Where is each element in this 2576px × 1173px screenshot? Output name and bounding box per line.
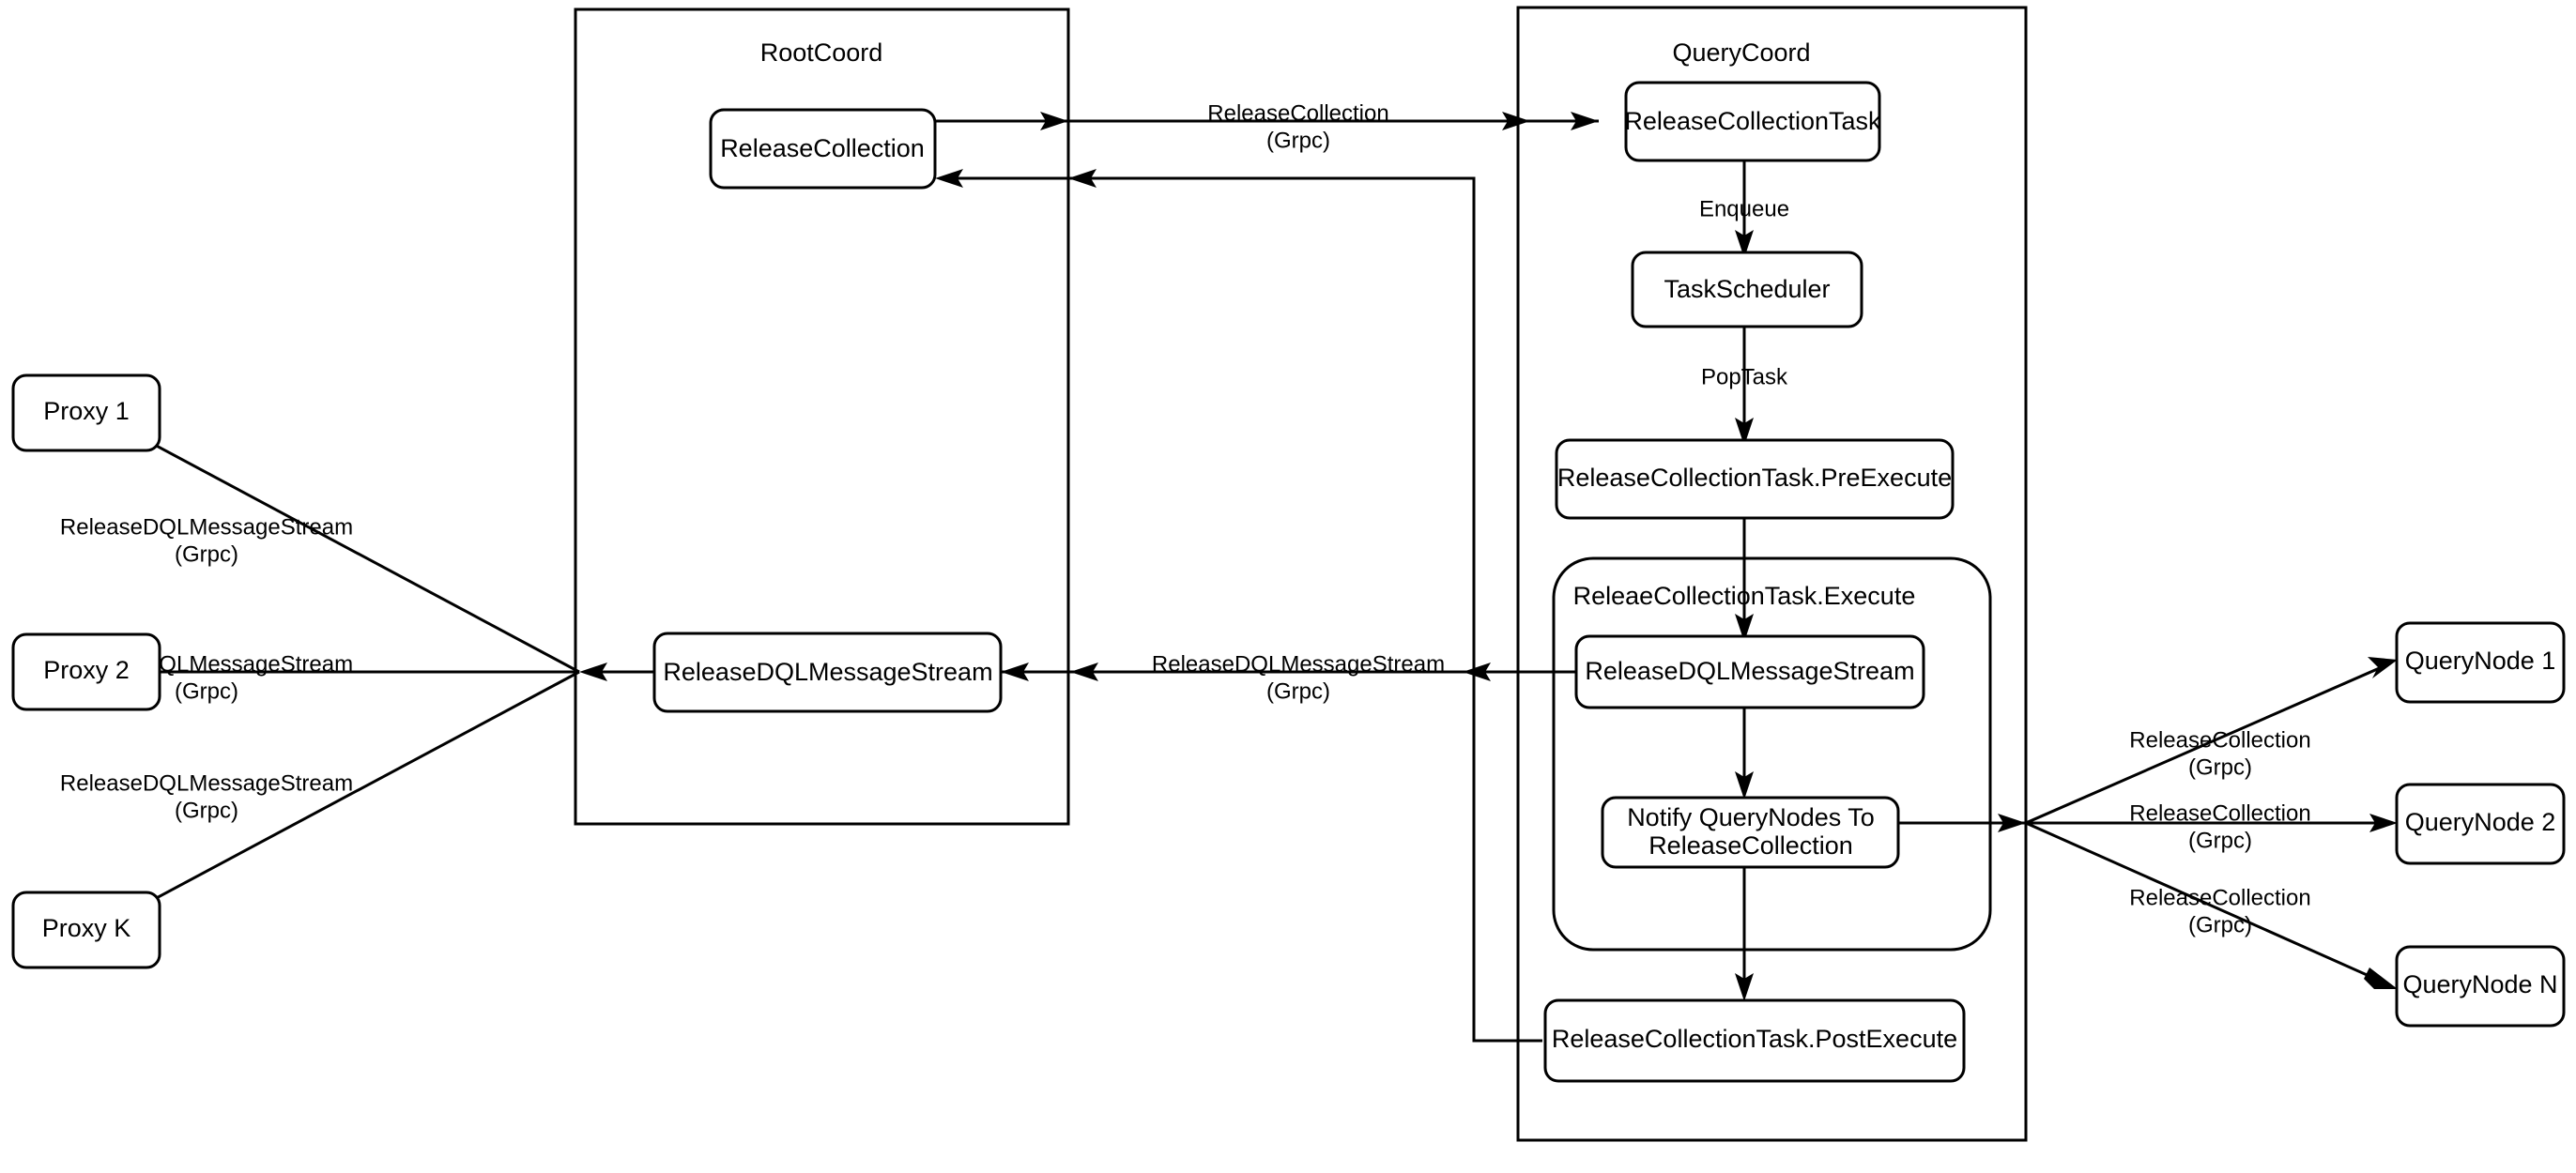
edge-label-enqueue: Enqueue [1699,196,1789,221]
node-rootcoord-releasecollection[interactable] [709,108,937,190]
edge-hub-to-querynoden-line [2025,821,2391,987]
edge-postexecute-return-path [942,176,1542,1043]
container-rootcoord-label: RootCoord [760,38,883,67]
node-querycoord-postexecute-label: ReleaseCollectionTask.PostExecute [1552,1025,1957,1053]
node-proxy-2[interactable] [11,632,161,711]
node-querycoord-preexecute-label: ReleaseCollectionTask.PreExecute [1557,464,1952,492]
edge-label-dql-proxyk-line1: ReleaseDQLMessageStream [60,770,353,796]
edge-hub-to-querynode1-line [2025,662,2391,825]
node-proxy-2-label: Proxy 2 [43,656,130,684]
node-querycoord-postexecute[interactable] [1543,998,1966,1083]
node-execute-notify-querynodes[interactable] [1601,796,1900,869]
container-rootcoord [574,8,1070,826]
node-querycoord-releasecollectiontask-label: ReleaseCollectionTask [1624,107,1881,135]
node-querynode-2[interactable] [2395,783,2566,865]
edge-poptask-arrowhead [1735,418,1754,446]
node-querycoord-preexecute[interactable] [1555,438,1955,520]
edge-hub-to-querynoden-arrowhead [2364,967,2398,989]
edge-label-dql-qc-to-rc-line1: ReleaseDQLMessageStream [1152,651,1445,677]
node-querynode-n[interactable] [2395,945,2566,1028]
edge-label-dql-proxy2-line2: (Grpc) [175,678,238,704]
edge-hub-to-querynode2-arrowhead [2369,814,2398,832]
edge-rc-dql-hub-arrowhead [579,663,607,681]
node-proxy-1[interactable] [11,373,161,452]
node-querynode-1-label: QueryNode 1 [2405,647,2556,675]
edge-releasecollection-arrowhead-rootcoord-border [1040,112,1068,130]
node-proxy-k-label: Proxy K [42,914,131,942]
edge-querynode-hub-arrowhead [1998,814,2026,832]
edge-label-dql-qc-to-rc-line2: (Grpc) [1266,678,1330,704]
edge-preexecute-to-execute-arrowhead [1735,614,1754,642]
edge-label-dql-proxyk-line2: (Grpc) [175,798,238,823]
edge-label-rc-qn1-line2: (Grpc) [2188,754,2252,780]
edge-hub-to-proxy1-line [96,412,580,674]
node-rootcoord-releasedqlmessagestream-label: ReleaseDQLMessageStream [663,658,992,686]
edge-label-releasecollection-grpc-line1: ReleaseCollection [1207,100,1388,126]
edge-label-rc-qn2-line2: (Grpc) [2188,828,2252,853]
edge-releasecollection-arrowhead-querycoord-border [1502,112,1530,130]
node-execute-releasedqlmessagestream[interactable] [1574,634,1925,709]
node-rootcoord-releasedqlmessagestream[interactable] [652,632,1003,713]
node-querycoord-releasecollectiontask[interactable] [1624,81,1881,162]
container-execute [1552,556,1992,952]
node-rootcoord-releasecollection-label: ReleaseCollection [720,134,925,162]
node-execute-notify-querynodes-label-line2: ReleaseCollection [1648,831,1853,860]
edge-dql-arrowhead-rc-box [1001,663,1029,681]
edge-label-poptask: PopTask [1701,364,1788,389]
node-execute-notify-querynodes-label-line1: Notify QueryNodes To [1627,803,1875,831]
edge-label-dql-proxy1-line2: (Grpc) [175,541,238,567]
node-proxy-k[interactable] [11,891,161,969]
edge-label-rc-qn1-line1: ReleaseCollection [2129,727,2310,753]
node-execute-releasedqlmessagestream-label: ReleaseDQLMessageStream [1585,657,1914,685]
edge-hub-to-querynode1-arrowhead [2368,657,2398,678]
edge-dql-arrowhead-rootcoord-border [1070,663,1098,681]
edge-label-dql-proxy1-line1: ReleaseDQLMessageStream [60,514,353,540]
node-querynode-n-label: QueryNode N [2402,970,2557,998]
edge-label-rc-qnn-line1: ReleaseCollection [2129,885,2310,910]
edge-dql-arrowhead-querycoord-inner [1463,663,1491,681]
edge-label-rc-qn2-line1: ReleaseCollection [2129,800,2310,826]
container-querycoord-label: QueryCoord [1672,38,1810,67]
node-querynode-1[interactable] [2395,621,2566,704]
node-querycoord-taskscheduler-label: TaskScheduler [1664,275,1830,303]
edge-postexecute-return-arrowhead-box [935,169,963,188]
edge-label-releasecollection-grpc-line2: (Grpc) [1266,128,1330,153]
edge-dql-to-notify-arrowhead [1735,771,1754,800]
edge-notify-to-postexecute-arrowhead [1735,973,1754,1001]
node-proxy-1-label: Proxy 1 [43,397,130,425]
edge-releasecollection-arrowhead-task [1571,112,1599,130]
edge-enqueue-arrowhead [1735,230,1754,258]
node-querynode-2-label: QueryNode 2 [2405,808,2556,836]
edge-label-rc-qnn-line2: (Grpc) [2188,912,2252,937]
container-querycoord [1516,6,2028,1142]
node-querycoord-taskscheduler[interactable] [1631,251,1863,328]
edge-postexecute-return-arrowhead-rootcoord-border [1068,169,1096,188]
edge-hub-to-proxyk-line [96,670,580,932]
